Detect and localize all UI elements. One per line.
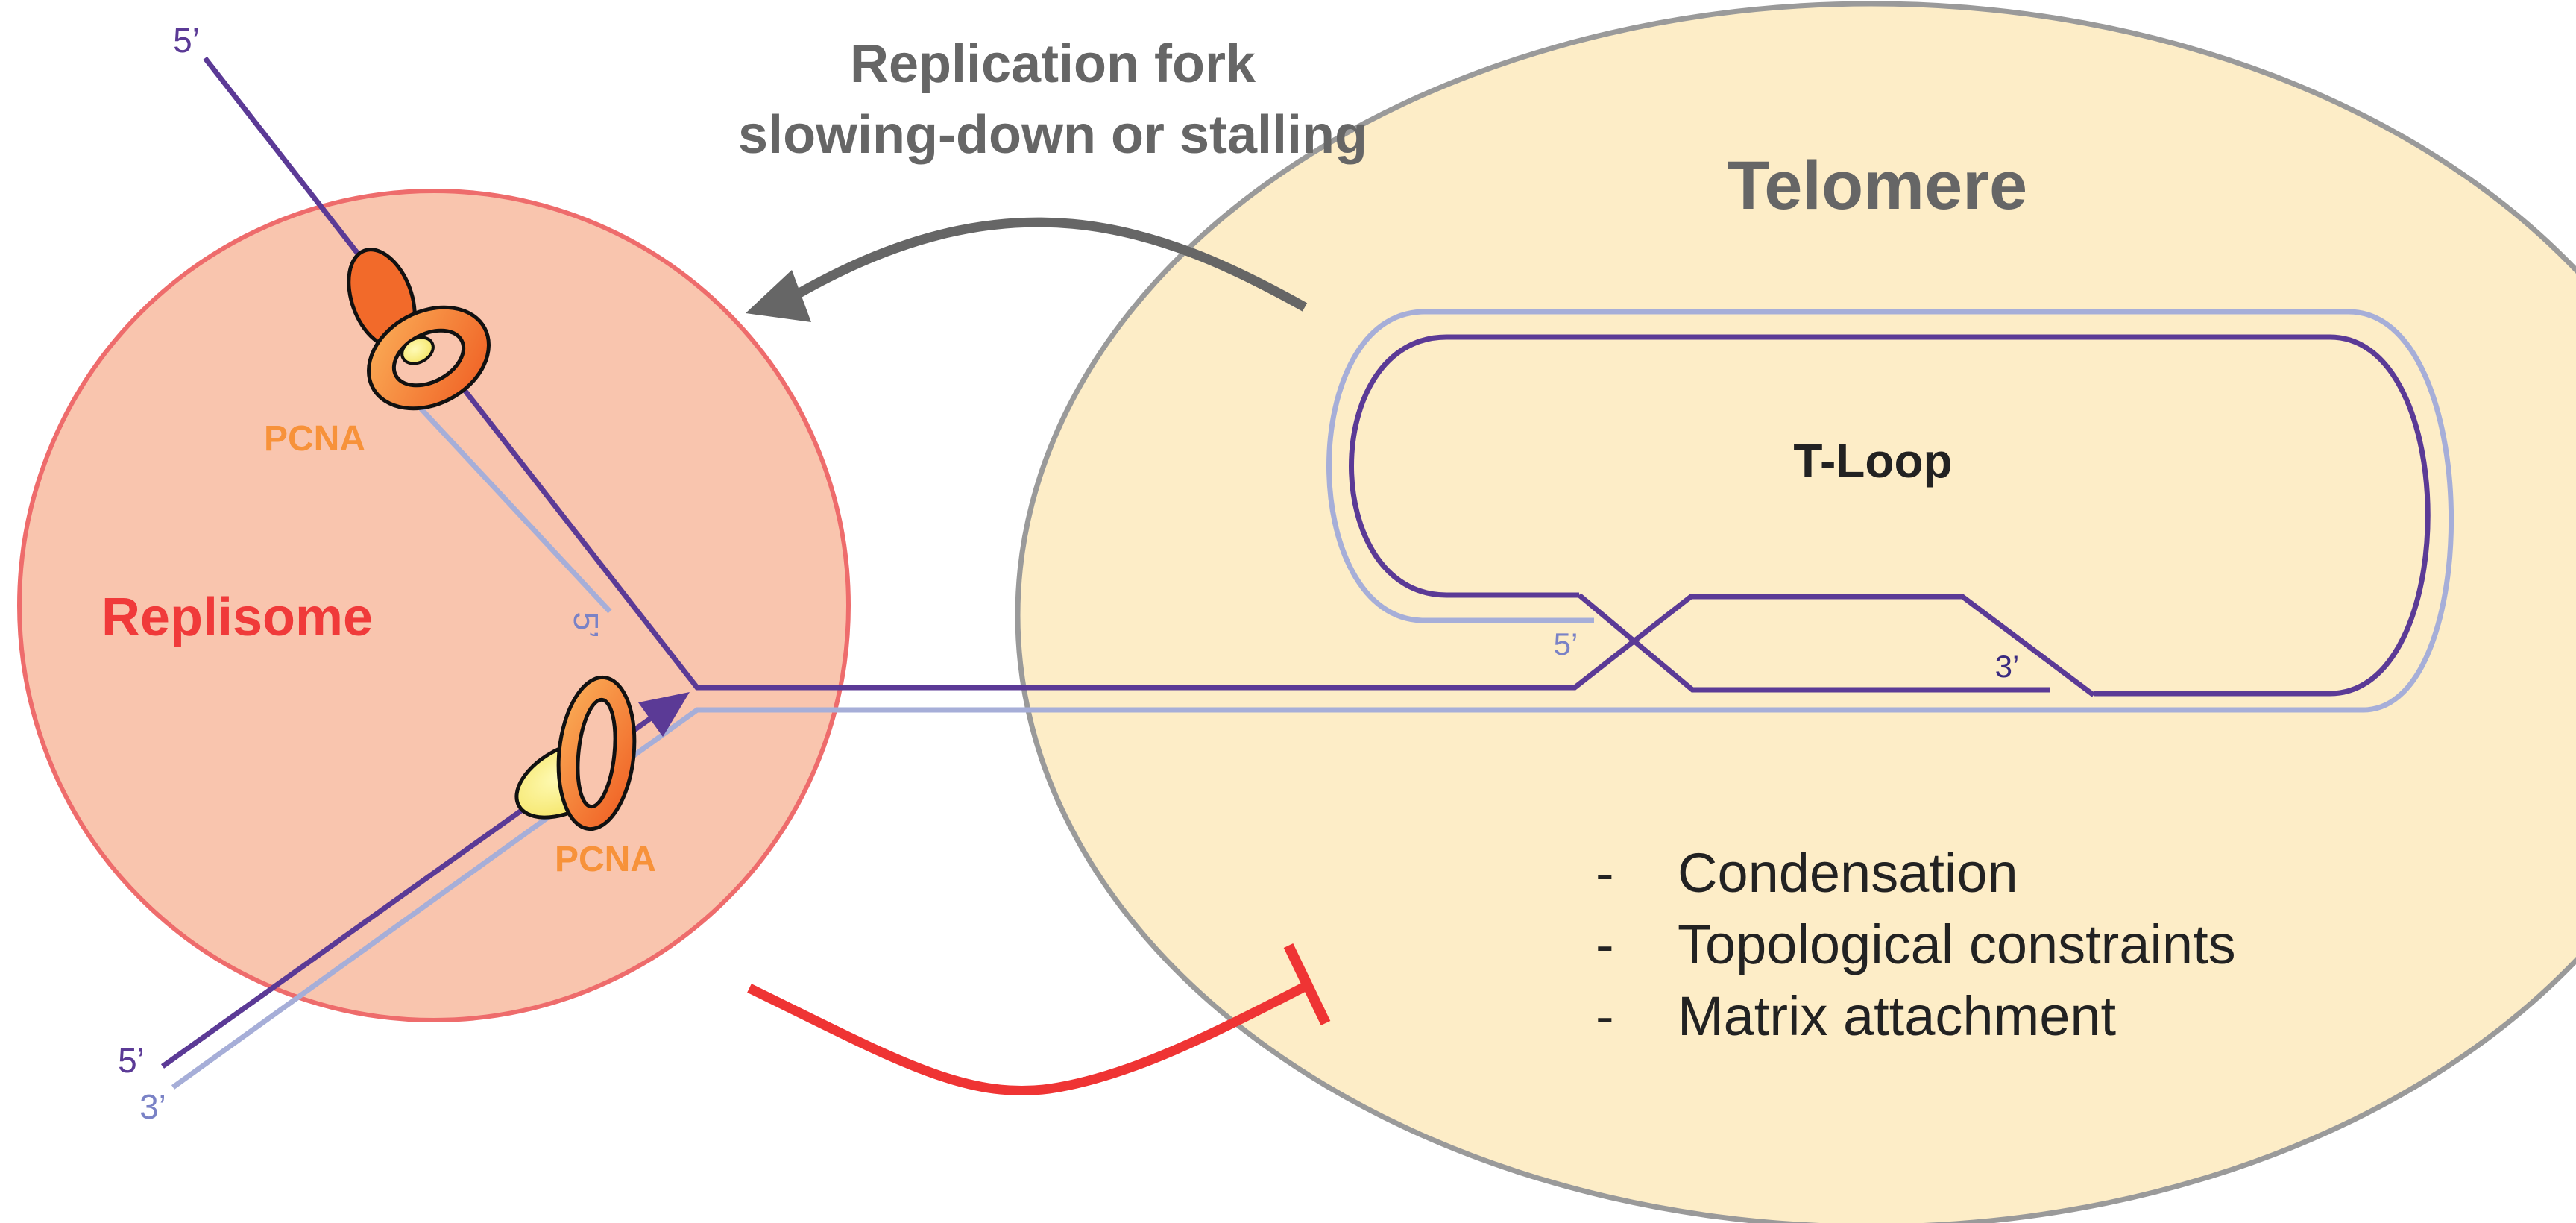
- tloop-dark-strand: [1349, 334, 2431, 697]
- arrow-caption-line2: slowing-down or stalling: [738, 105, 1367, 165]
- factor-bullet-3: -: [1596, 985, 1614, 1047]
- pcna-ring-lower-hole: [576, 697, 617, 809]
- factor-bullet-2: -: [1596, 914, 1614, 975]
- replisome-label: Replisome: [101, 588, 373, 647]
- factor-item-3: Matrix attachment: [1678, 985, 2117, 1047]
- tloop-label: T-Loop: [1793, 434, 1952, 488]
- factor-item-2: Topological constraints: [1678, 914, 2236, 975]
- fork-stalling-arrowhead: [746, 270, 811, 322]
- factor-list: - Condensation - Topological constraints…: [1596, 842, 2236, 1047]
- strand-label-bottom-3: 3’: [139, 1087, 166, 1126]
- inhibition-bar: [1283, 943, 1331, 1026]
- tloop-strand-5: 5’: [1554, 626, 1578, 661]
- tloop-light-strand: [1326, 309, 2454, 713]
- factor-bullet-1: -: [1596, 842, 1614, 904]
- strand-label-top-5: 5’: [173, 21, 200, 60]
- light-strand-upper: [384, 369, 612, 614]
- inhibition-line: [747, 981, 1309, 1096]
- yellow-subunit-upper: [400, 336, 435, 365]
- strand-label-mid-5: 5’: [567, 612, 605, 638]
- pcna-label-lower: PCNA: [555, 840, 656, 879]
- light-strand-lower: [171, 707, 2364, 1090]
- replisome-region: [17, 189, 851, 1022]
- arrow-caption-line1: Replication fork: [850, 34, 1256, 94]
- factor-item-1: Condensation: [1678, 842, 2018, 904]
- telomere-title: Telomere: [1728, 148, 2027, 224]
- tloop-strand-3: 3’: [1995, 649, 2020, 684]
- fork-stalling-arrow: [787, 217, 1308, 312]
- telomere-region: [1015, 1, 2576, 1223]
- strand-label-bottom-5: 5’: [118, 1041, 145, 1080]
- tloop-crossing-strand: [1577, 593, 2050, 693]
- pcna-label-upper: PCNA: [264, 419, 365, 459]
- leading-strand-arrowhead: [638, 692, 690, 737]
